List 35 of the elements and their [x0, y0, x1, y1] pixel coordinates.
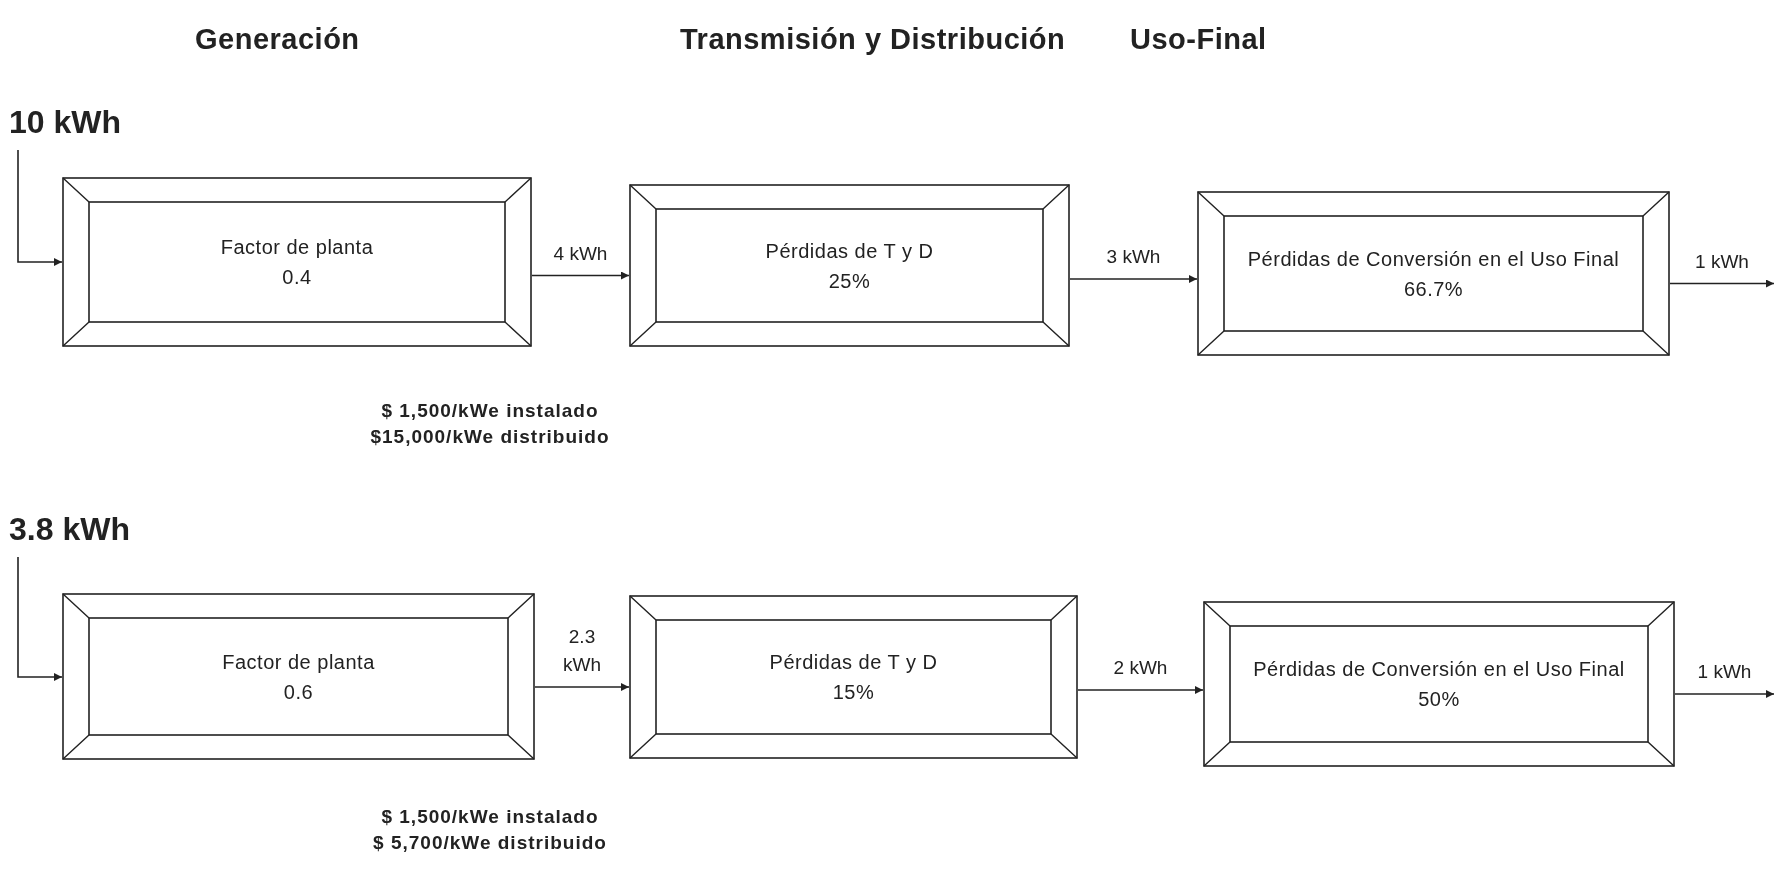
beveled-box [1197, 191, 1670, 356]
arrow [1674, 690, 1775, 698]
arrow [1077, 686, 1204, 694]
beveled-box [62, 593, 535, 760]
beveled-box [629, 595, 1078, 759]
energy-amount: 10 kWh [9, 106, 122, 138]
box-title: Pérdidas de T y D [769, 650, 938, 675]
beveled-box [62, 177, 532, 347]
column-heading: Transmisión y Distribución [680, 22, 1066, 57]
box-value: 0.6 [283, 679, 314, 705]
box-value: 66.7% [1403, 276, 1464, 302]
column-heading: Uso-Final [1130, 22, 1267, 57]
cost-note: $ 1,500/kWe instalado [381, 805, 599, 829]
box-title: Pérdidas de Conversión en el Uso Final [1253, 657, 1625, 682]
arrow [534, 683, 630, 691]
arrow [531, 271, 630, 280]
beveled-box [629, 184, 1070, 347]
arrow [1669, 279, 1775, 288]
arrow [1069, 275, 1198, 283]
box-title: Pérdidas de T y D [765, 238, 934, 264]
box-value: 0.4 [282, 265, 312, 290]
cost-note: $ 1,500/kWe instalado [381, 399, 599, 423]
box-value: 15% [832, 680, 875, 705]
cost-note: $ 5,700/kWe distribuido [373, 831, 607, 855]
box-value: 25% [828, 268, 871, 294]
column-heading: Generación [195, 22, 360, 57]
box-title: Factor de planta [222, 649, 375, 675]
beveled-box [1203, 601, 1675, 767]
box-title: Factor de planta [220, 235, 374, 260]
arrow [17, 149, 63, 266]
box-title: Pérdidas de Conversión en el Uso Final [1247, 246, 1620, 272]
arrow [17, 556, 63, 681]
box-value: 50% [1418, 687, 1460, 712]
cost-note: $15,000/kWe distribuido [370, 425, 610, 449]
energy-amount: 3.8 kWh [9, 513, 130, 545]
